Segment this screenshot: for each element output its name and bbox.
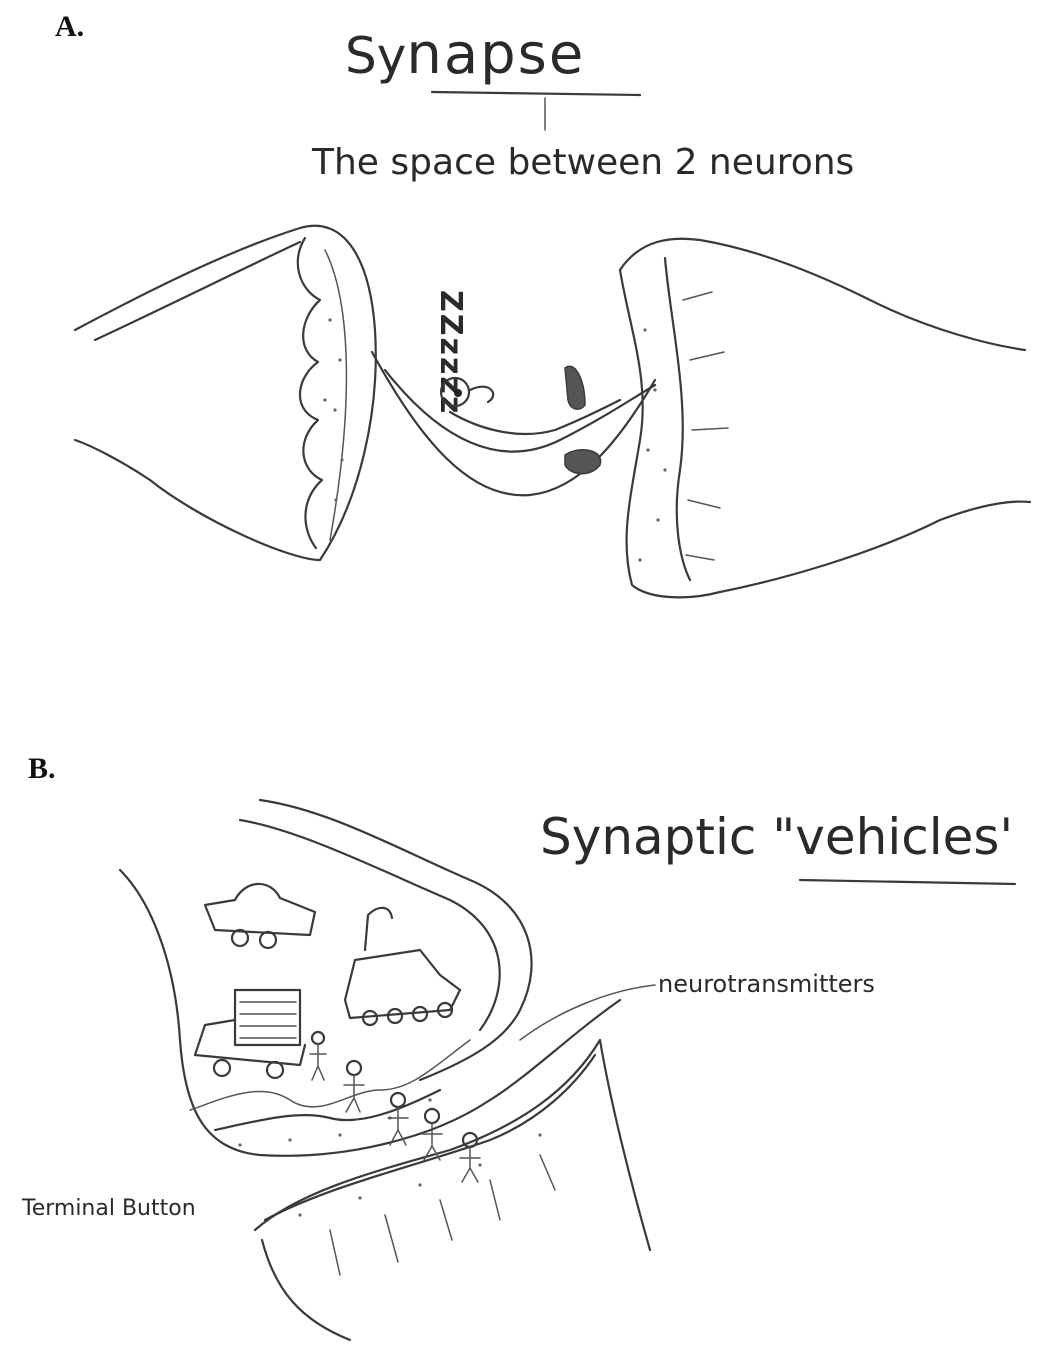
vehicles-underline	[798, 878, 1017, 886]
postsynaptic-neuron	[618, 237, 1032, 599]
truck-icon	[193, 988, 307, 1080]
panel-a-title-prefix: Sy	[345, 27, 407, 85]
stick-figures	[309, 1030, 481, 1183]
stick-figure	[309, 1030, 327, 1081]
stick-figure	[387, 1091, 409, 1146]
terminal-button-label: Terminal Button	[22, 1196, 196, 1221]
stick-figure	[421, 1107, 443, 1161]
panel-a-label: A.	[55, 10, 85, 43]
panel-a-drawing	[73, 90, 1032, 599]
sleeping-figure-in-hammock	[370, 350, 657, 497]
neurotransmitters-label: neurotransmitters	[658, 970, 875, 998]
panel-a-subtitle: The space between 2 neurons	[312, 142, 855, 183]
panel-a-title-emphasis: napse	[406, 22, 586, 87]
title-underline	[430, 90, 642, 97]
neurotransmitters-pointer	[519, 984, 656, 1041]
stick-figure	[343, 1059, 365, 1113]
panel-a-title: Synapse	[345, 22, 585, 87]
car-icon	[203, 882, 317, 950]
postsynaptic-membrane	[253, 1038, 652, 1342]
stick-figure	[459, 1131, 481, 1183]
panel-b-title: Synaptic "vehicles'	[540, 808, 1014, 866]
train-icon	[343, 906, 462, 1027]
presynaptic-neuron	[73, 224, 377, 562]
panel-b-label: B.	[28, 752, 56, 785]
